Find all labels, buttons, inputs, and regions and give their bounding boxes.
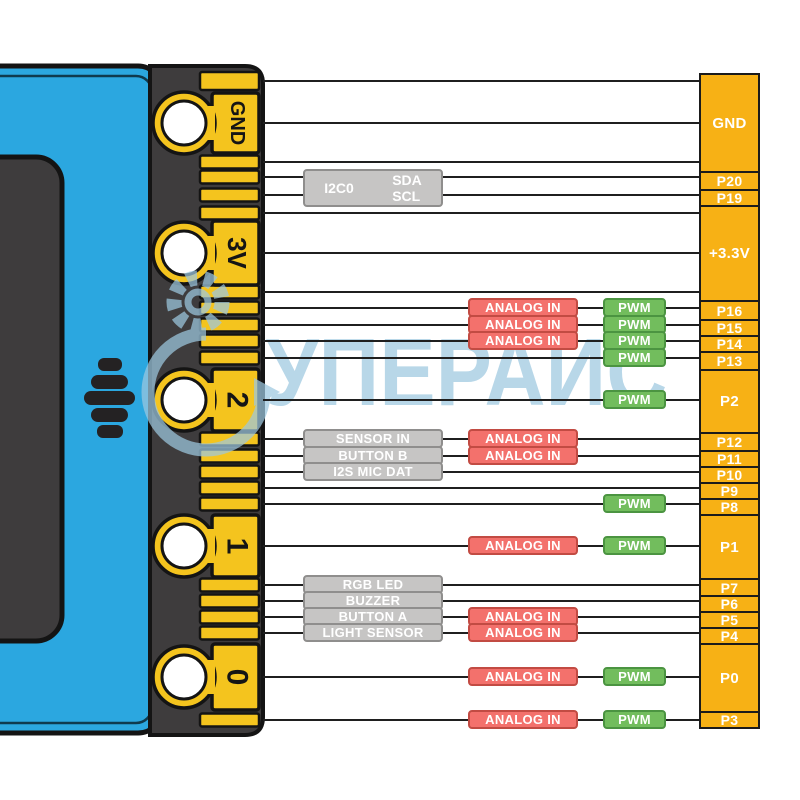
edge-pad-small (198, 187, 261, 203)
pin-P5: P5 (701, 611, 758, 628)
wire-P7 (263, 584, 699, 586)
edge-pad-small (198, 712, 261, 728)
edge-pad-label: 0 (221, 669, 254, 686)
pin-P1: P1 (701, 514, 758, 578)
function-chip: I2S MIC DAT (303, 462, 443, 481)
pin-P4: P4 (701, 627, 758, 644)
microbit-board: GND 3V 2 1 0 (0, 63, 265, 737)
edge-pad-small (198, 448, 261, 464)
wire-GND (263, 161, 699, 163)
pin-P12: P12 (701, 432, 758, 450)
i2c-sda-label: SDA (392, 172, 422, 188)
pin-P11: P11 (701, 450, 758, 467)
edge-pad-small (198, 593, 261, 609)
edge-pad-2: 2 (151, 367, 261, 433)
wire-GND (263, 80, 699, 82)
pin-P3: P3 (701, 711, 758, 727)
edge-pad-small (198, 464, 261, 480)
pwm-chip: PWM (603, 667, 666, 686)
edge-pad-small (198, 480, 261, 496)
edge-pad-3v: 3V (151, 219, 261, 287)
analog-in-chip: ANALOG IN (468, 331, 578, 350)
wire-+3.3V (263, 212, 699, 214)
analog-in-chip: ANALOG IN (468, 446, 578, 465)
function-chip: LIGHT SENSOR (303, 623, 443, 642)
display (0, 154, 65, 644)
pin-P9: P9 (701, 482, 758, 499)
edge-pad-label: GND (226, 101, 248, 145)
edge-pad-small (198, 333, 261, 349)
pin-P19: P19 (701, 189, 758, 206)
edge-pad-label: 3V (222, 237, 252, 269)
wire-P2 (263, 399, 699, 401)
analog-in-chip: ANALOG IN (468, 623, 578, 642)
pin-P8: P8 (701, 498, 758, 515)
edge-pad-small (198, 609, 261, 625)
edge-pad-1: 1 (151, 513, 261, 579)
pwm-chip: PWM (603, 390, 666, 409)
pin-P13: P13 (701, 351, 758, 369)
pwm-chip: PWM (603, 331, 666, 350)
function-chip: BUTTON A (303, 607, 443, 626)
function-chip: RGB LED (303, 575, 443, 594)
wire-P20 (263, 176, 699, 178)
pwm-chip: PWM (603, 494, 666, 513)
pin-P20: P20 (701, 171, 758, 189)
edge-pad-small (198, 317, 261, 333)
pwm-chip: PWM (603, 536, 666, 555)
pin-P16: P16 (701, 300, 758, 319)
pin-3.3V: +3.3V (701, 205, 758, 300)
pin-P10: P10 (701, 466, 758, 483)
analog-in-chip: ANALOG IN (468, 710, 578, 729)
i2c-bus-label: I2C0 (324, 180, 354, 196)
analog-in-chip: ANALOG IN (468, 667, 578, 686)
edge-pad-label: 1 (221, 538, 254, 555)
edge-pad-small (198, 300, 261, 316)
wire-+3.3V (263, 291, 699, 293)
wire-P19 (263, 194, 699, 196)
i2c-box: I2C0 SDA SCL (303, 169, 443, 207)
pin-P0: P0 (701, 643, 758, 711)
edge-pad-small (198, 577, 261, 593)
function-chip: SENSOR IN (303, 429, 443, 448)
edge-pad-small (198, 496, 261, 512)
pwm-chip: PWM (603, 298, 666, 317)
pwm-chip: PWM (603, 348, 666, 367)
edge-pad-small (198, 350, 261, 366)
edge-pad-0: 0 (151, 642, 261, 712)
analog-in-chip: ANALOG IN (468, 536, 578, 555)
pin-GND: GND (701, 75, 758, 171)
edge-pad-small (198, 169, 261, 185)
wire-P6 (263, 600, 699, 602)
wire-P9 (263, 487, 699, 489)
edge-pad-small (198, 205, 261, 221)
pin-P15: P15 (701, 319, 758, 336)
pin-P7: P7 (701, 578, 758, 596)
wire-P10 (263, 471, 699, 473)
wire-P8 (263, 503, 699, 505)
wire-GND (263, 122, 699, 124)
i2c-scl-label: SCL (392, 188, 421, 204)
edge-pad-small (198, 625, 261, 641)
pin-P14: P14 (701, 335, 758, 352)
edge-pad-gnd: GND (151, 90, 261, 156)
pwm-chip: PWM (603, 710, 666, 729)
pin-P6: P6 (701, 595, 758, 612)
edge-pad-small (198, 431, 261, 447)
pin-P2: P2 (701, 369, 758, 432)
edge-pad-small (198, 154, 261, 170)
edge-pad-small (198, 284, 261, 300)
speaker-grille-icon (84, 358, 135, 438)
wire-P13 (263, 357, 699, 359)
edge-pad-label: 2 (221, 392, 254, 409)
wire-+3.3V (263, 252, 699, 254)
edge-pad-small (198, 70, 261, 92)
